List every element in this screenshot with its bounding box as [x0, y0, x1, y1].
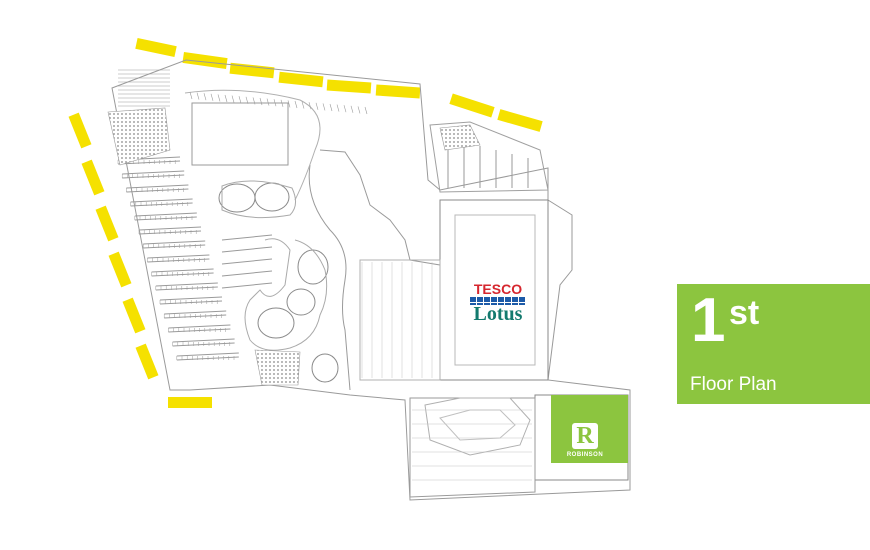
parking-row-line — [130, 198, 193, 203]
tesco-lotus-logo[interactable]: TESCO Lotus — [470, 282, 526, 324]
lotus-wordmark: Lotus — [473, 303, 523, 325]
round-structures — [218, 180, 339, 383]
parking-row-line — [147, 254, 210, 259]
parking-row-line — [143, 240, 206, 245]
parking-row-line — [159, 296, 223, 301]
parking-stall-tick — [357, 106, 361, 114]
parking-row-line — [172, 338, 235, 343]
parking-stall-tick — [364, 106, 368, 115]
tesco-stripes-icon — [470, 297, 526, 302]
parking-space-marker — [229, 62, 275, 79]
parking-stall-tick — [217, 94, 221, 102]
parking-markers — [68, 37, 543, 408]
parking-row-line — [221, 246, 273, 253]
parking-stall-tick — [231, 95, 235, 103]
parking-stall-tick — [259, 97, 263, 106]
parking-stall-tick — [238, 96, 242, 104]
parking-row-line — [138, 226, 202, 231]
parking-stall-tick — [315, 102, 319, 110]
floor-number: 1 — [691, 286, 726, 355]
parking-row-line — [122, 170, 185, 175]
parking-space-marker — [375, 84, 421, 99]
robinson-mark-letter: R — [576, 423, 594, 449]
parking-rows — [117, 69, 532, 481]
parking-stall-tick — [301, 101, 305, 109]
parking-space-marker — [135, 343, 159, 380]
parking-space-marker — [278, 71, 324, 88]
parking-stall-tick — [287, 100, 291, 108]
parking-stall-tick — [252, 97, 256, 105]
parking-row-line — [155, 282, 218, 287]
parking-space-marker — [497, 109, 543, 132]
parking-space-marker — [326, 79, 372, 94]
parking-space-marker — [135, 37, 177, 58]
parking-row-line — [176, 352, 239, 357]
parking-row-line — [221, 258, 273, 265]
parking-space-marker — [81, 159, 105, 196]
parking-row-line — [164, 310, 227, 315]
tesco-stripes-icon-lower — [470, 303, 526, 305]
parking-stall-tick — [210, 93, 214, 101]
parking-stall-tick — [224, 94, 228, 103]
tesco-wordmark: TESCO — [473, 281, 523, 297]
floor-plan-label: Floor Plan — [690, 374, 777, 395]
parking-stall-tick — [203, 93, 207, 101]
building-outline — [111, 59, 631, 501]
parking-stall-tick — [196, 92, 200, 100]
parking-space-marker — [168, 397, 212, 408]
parking-space-marker — [122, 297, 146, 334]
parking-stall-tick — [189, 91, 193, 100]
parking-stall-tick — [350, 105, 354, 113]
parking-stall-tick — [266, 98, 270, 106]
parking-row-line — [221, 234, 273, 241]
parking-row-line — [134, 212, 197, 217]
parking-row-line — [151, 268, 214, 273]
floor-suffix: st — [729, 294, 760, 332]
robinson-logo[interactable]: R ROBINSON — [566, 423, 604, 463]
parking-stall-tick — [343, 105, 347, 113]
floor-badge: 1 st Floor Plan — [677, 284, 870, 404]
parking-row-line — [126, 184, 189, 189]
parking-stall-tick — [280, 99, 284, 107]
parking-space-marker — [449, 93, 495, 118]
parking-space-marker — [68, 112, 92, 149]
robinson-wordmark: ROBINSON — [566, 452, 604, 458]
robinson-r-icon: R — [572, 423, 598, 449]
parking-row-line — [221, 282, 273, 289]
parking-space-marker — [108, 251, 132, 288]
parking-stall-tick — [308, 102, 312, 110]
parking-stall-tick — [336, 104, 340, 112]
hatched-areas — [107, 107, 481, 386]
parking-stall-tick — [245, 96, 249, 104]
parking-stall-tick — [322, 103, 326, 111]
parking-row-line — [221, 270, 273, 277]
parking-space-marker — [95, 205, 119, 242]
parking-row-line — [168, 324, 231, 329]
parking-stall-tick — [294, 100, 298, 109]
parking-stall-tick — [273, 99, 277, 107]
parking-stall-tick — [329, 103, 333, 112]
parking-space-marker — [182, 51, 228, 70]
